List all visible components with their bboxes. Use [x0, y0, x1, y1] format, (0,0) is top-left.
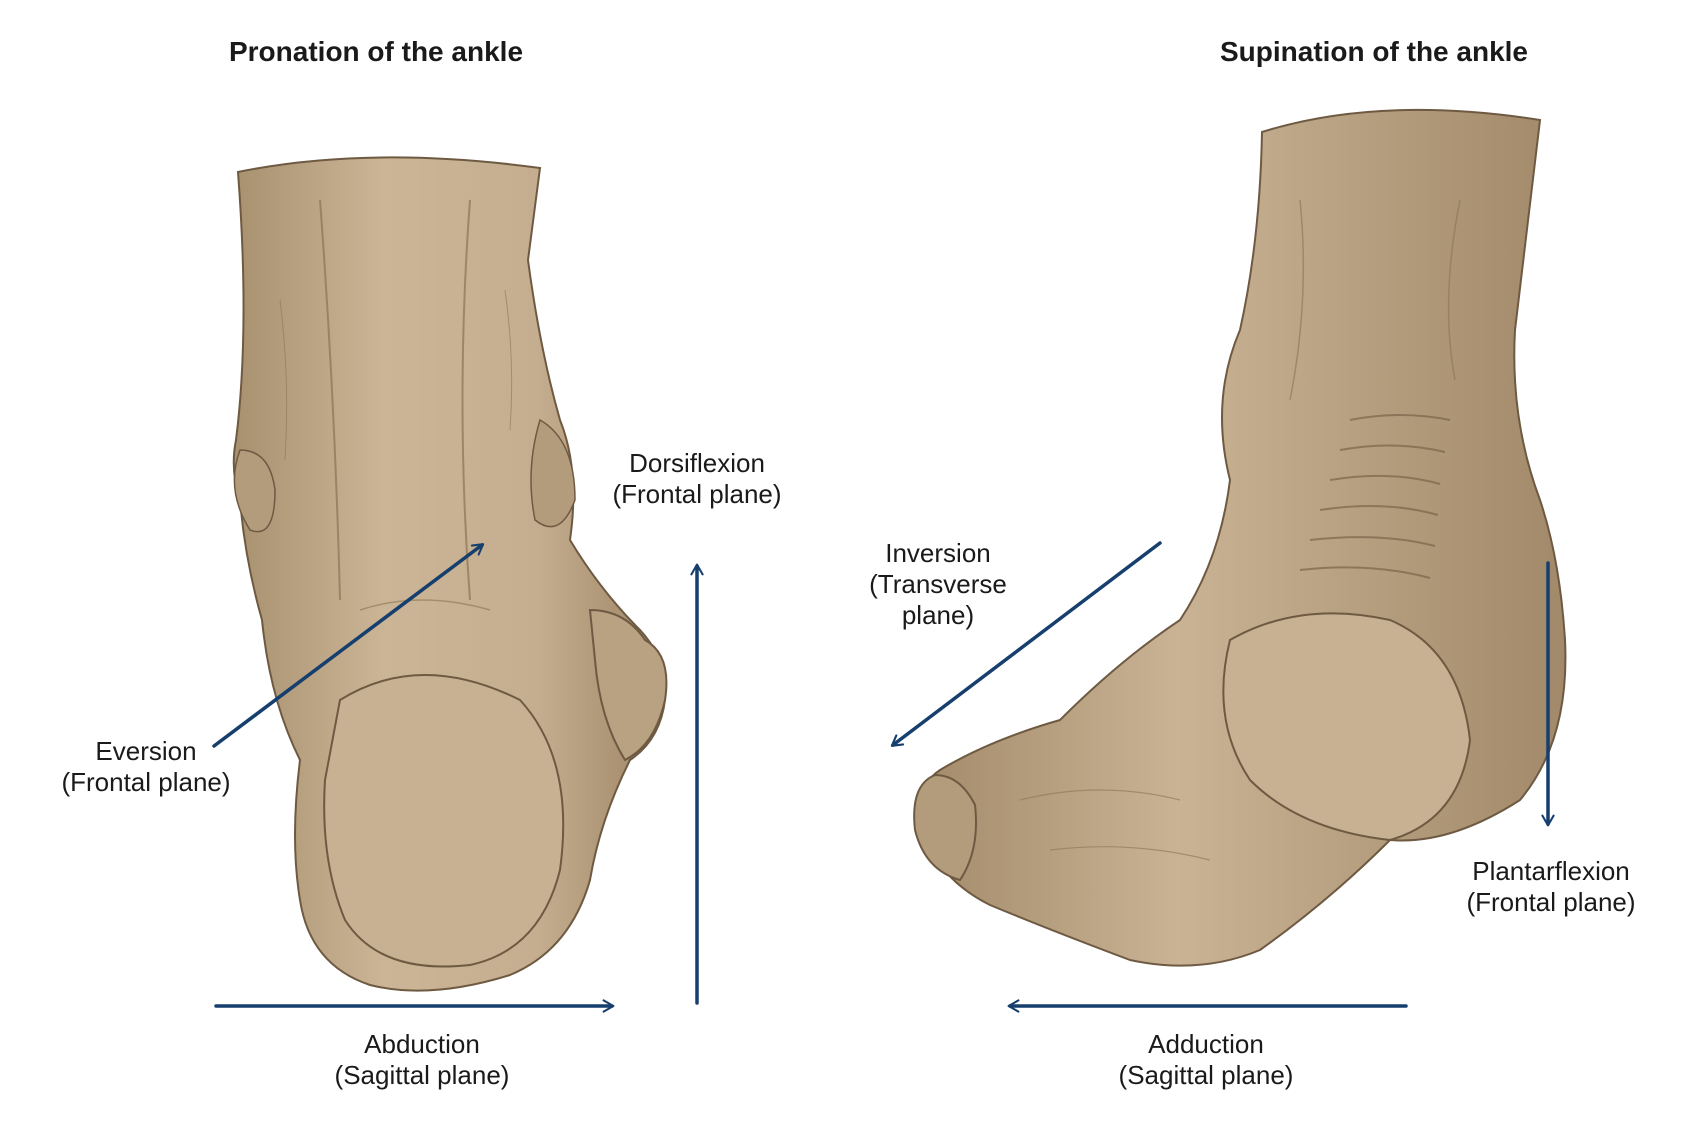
eversion-arrow: [212, 543, 485, 748]
supination-title: Supination of the ankle: [1219, 36, 1529, 67]
plantarflexion-label: Plantarflexion (Frontal plane): [1466, 856, 1635, 918]
pronation-title: Pronation of the ankle: [228, 36, 524, 67]
eversion-label-line2: (Frontal plane): [61, 767, 231, 797]
inversion-label: Inversion (Transverse plane): [869, 538, 1007, 631]
eversion-label-line1: Eversion: [95, 736, 197, 766]
supination-foot-illustration: [913, 108, 1567, 967]
abduction-label-line2: (Sagittal plane): [334, 1060, 510, 1090]
plantarflexion-label-line1: Plantarflexion: [1472, 856, 1630, 886]
pronation-foot-illustration: [232, 156, 668, 992]
inversion-arrow: [890, 541, 1162, 747]
dorsiflexion-label-line1: Dorsiflexion: [629, 448, 765, 478]
dorsiflexion-label: Dorsiflexion (Frontal plane): [612, 448, 781, 510]
inversion-label-line3: plane): [901, 600, 975, 630]
abduction-label: Abduction (Sagittal plane): [335, 1029, 510, 1091]
abduction-label-line1: Abduction: [364, 1029, 480, 1059]
adduction-label: Adduction (Sagittal plane): [1119, 1029, 1294, 1091]
inversion-label-line1: Inversion: [885, 538, 991, 568]
adduction-label-line1: Adduction: [1148, 1029, 1264, 1059]
dorsiflexion-label-line2: (Frontal plane): [612, 479, 782, 509]
plantarflexion-label-line2: (Frontal plane): [1466, 887, 1636, 917]
inversion-label-line2: (Transverse: [869, 569, 1007, 599]
adduction-label-line2: (Sagittal plane): [1118, 1060, 1294, 1090]
eversion-label: Eversion (Frontal plane): [61, 736, 230, 798]
